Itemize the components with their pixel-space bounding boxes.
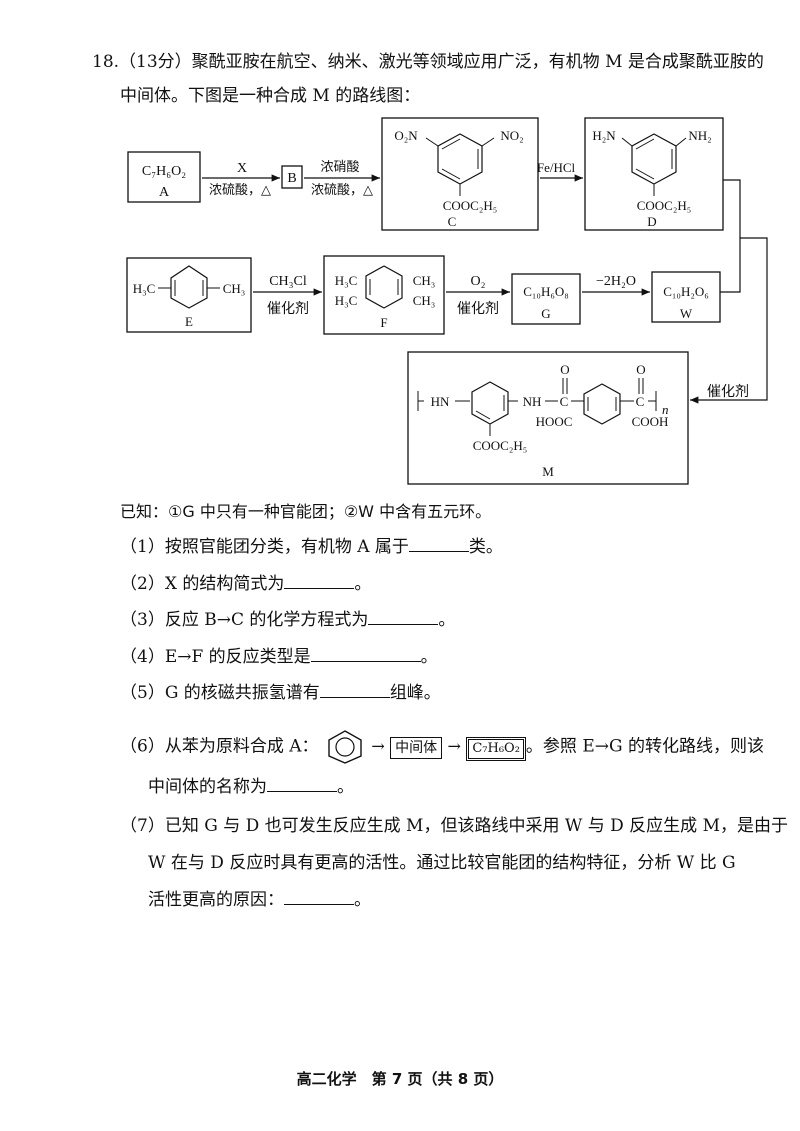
arrow-to-m-catalyst: 催化剂 xyxy=(707,384,749,400)
q4-text: （4）E→F 的反应类型是 xyxy=(120,647,311,667)
compound-f-methyl-bl: H₃C xyxy=(335,293,358,308)
arrow-b-c-condition: 浓硫酸，△ xyxy=(311,183,373,198)
q5-answer-blank[interactable] xyxy=(319,683,390,698)
q5-suffix: 组峰。 xyxy=(389,683,441,703)
arrow-f-g-reagent: O₂ xyxy=(471,274,486,289)
q3-text: （3）反应 B→C 的化学方程式为 xyxy=(120,610,369,630)
compound-d-left-group: H₂N xyxy=(592,128,616,143)
question-7-line2: W 在与 D 反应时具有更高的活性。通过比较官能团的结构特征，分析 W 比 G xyxy=(148,853,736,873)
q6-intermediate-box: 中间体 xyxy=(390,736,443,759)
compound-m-carbonyl-c1: C xyxy=(560,394,569,409)
q2-answer-blank[interactable] xyxy=(284,574,355,589)
q2-suffix: 。 xyxy=(354,574,372,594)
q6-answer-blank[interactable] xyxy=(267,777,337,792)
connector-d xyxy=(723,179,741,238)
q1-text: （1）按照官能团分类，有机物 A 属于 xyxy=(120,537,409,557)
question-5: （5）G 的核磁共振氢谱有 组峰。 xyxy=(120,683,441,703)
compound-c-right-group: NO₂ xyxy=(500,128,523,143)
arrow-e-f-catalyst: 催化剂 xyxy=(267,301,309,317)
compound-b-label: B xyxy=(287,171,296,186)
synthesis-scheme: C₇H₆O₂ A X 浓硫酸，△ B 浓硝酸 浓硫酸，△ O₂N NO₂ COO… xyxy=(126,117,768,485)
q2-text: （2）X 的结构简式为 xyxy=(120,574,285,594)
q6-arrow-1: → xyxy=(371,736,385,756)
q6-suffix: 。 xyxy=(337,777,354,797)
compound-f-label: F xyxy=(380,315,387,330)
question-2: （2）X 的结构简式为 。 xyxy=(120,574,371,594)
q6-text: （6）从苯为原料合成 A： xyxy=(120,736,319,757)
compound-c-label: C xyxy=(448,214,457,229)
compound-m-cooh: COOH xyxy=(632,414,669,429)
connector-w-to-m xyxy=(690,237,768,404)
compound-m-oxygen1: O xyxy=(560,362,569,377)
q6-text-cont: 。参照 E→G 的转化路线，则该 xyxy=(525,736,764,757)
compound-m-repeat-n: n xyxy=(662,402,669,417)
compound-c-left-group: O₂N xyxy=(394,128,418,143)
compound-f-methyl-br: CH₃ xyxy=(413,293,436,308)
arrow-e-f-reagent: CH₃Cl xyxy=(269,274,307,289)
compound-d-right-group: NH₂ xyxy=(688,128,711,143)
compound-w-label: W xyxy=(680,306,693,321)
compound-e-box: H₃C CH₃ E xyxy=(126,257,252,333)
arrow-f-g-catalyst: 催化剂 xyxy=(457,301,499,317)
q7-answer-blank[interactable] xyxy=(284,890,354,905)
question-6-line2: 中间体的名称为 。 xyxy=(148,777,354,797)
q4-suffix: 。 xyxy=(420,647,438,667)
question-7-line1: （7）已知 G 与 D 也可发生反应生成 M，但该路线中采用 W 与 D 反应生… xyxy=(120,816,788,836)
q7-suffix: 。 xyxy=(354,890,371,910)
q3-suffix: 。 xyxy=(438,610,456,630)
q6-arrow-2: → xyxy=(447,736,461,756)
compound-c-sub-group: COOC₂H₅ xyxy=(443,198,498,213)
compound-m-oxygen2: O xyxy=(636,362,645,377)
question-intro-line1: 18.（13分）聚酰亚胺在航空、纳米、激光等领域应用广泛，有机物 M 是合成聚酰… xyxy=(92,52,764,72)
compound-g-formula: C₁₀H₆O₈ xyxy=(523,284,569,299)
compound-d-sub-group: COOC₂H₅ xyxy=(637,198,692,213)
compound-m-nh: NH xyxy=(523,394,542,409)
compound-f-box: H₃C H₃C CH₃ CH₃ F xyxy=(323,255,445,335)
question-7-line3: 活性更高的原因： 。 xyxy=(148,890,371,910)
compound-e-left-group: H₃C xyxy=(133,281,156,296)
compound-g-label: G xyxy=(541,306,550,321)
q4-answer-blank[interactable] xyxy=(310,647,421,662)
question-intro-line2: 中间体。下图是一种合成 M 的路线图： xyxy=(120,86,421,106)
arrow-b-c-reagent: 浓硝酸 xyxy=(320,160,359,175)
benzene-icon xyxy=(328,730,362,764)
q1-suffix: 类。 xyxy=(468,537,503,557)
compound-a-formula: C₇H₆O₂ xyxy=(142,164,186,179)
arrow-g-w-reagent: −2H₂O xyxy=(596,274,636,289)
compound-d-box: H₂N NH₂ COOC₂H₅ D xyxy=(584,117,724,231)
compound-w-formula: C₁₀H₂O₆ xyxy=(663,284,709,299)
compound-f-methyl-tr: CH₃ xyxy=(413,273,436,288)
known-info: 已知：①G 中只有一种官能团；②W 中含有五元环。 xyxy=(120,502,492,521)
compound-b-box xyxy=(281,165,303,189)
question-4: （4）E→F 的反应类型是 。 xyxy=(120,647,438,667)
q1-answer-blank[interactable] xyxy=(408,537,469,552)
compound-w-box xyxy=(651,271,721,323)
arrow-a-b-reagent: X xyxy=(237,161,247,176)
question-1: （1）按照官能团分类，有机物 A 属于 类。 xyxy=(120,537,503,557)
q3-answer-blank[interactable] xyxy=(368,610,439,625)
q7-reason-text: 活性更高的原因： xyxy=(148,890,284,910)
compound-a-label: A xyxy=(159,185,170,200)
compound-m-carbonyl-c2: C xyxy=(636,394,645,409)
compound-m-sub-group: COOC₂H₅ xyxy=(473,438,528,453)
q5-text: （5）G 的核磁共振氢谱有 xyxy=(120,683,320,703)
compound-g-box xyxy=(511,273,581,325)
question-6: （6）从苯为原料合成 A： → 中间体 → C₇H₆O₂。参照 E→G 的转化路… xyxy=(120,730,764,764)
compound-a-box: C₇H₆O₂ A xyxy=(127,151,201,203)
compound-c-box: O₂N NO₂ COOC₂H₅ C xyxy=(381,117,539,231)
compound-m-hooc: HOOC xyxy=(536,414,573,429)
compound-e-right-group: CH₃ xyxy=(223,281,246,296)
compound-m-box: HN COOC₂H₅ NH C O C O n HOOC COOH M xyxy=(407,351,689,485)
compound-d-label: D xyxy=(647,214,656,229)
compound-f-methyl-tl: H₃C xyxy=(335,273,358,288)
q6-name-text: 中间体的名称为 xyxy=(148,777,267,797)
page-footer: 高二化学 第 7 页（共 8 页） xyxy=(296,1070,504,1088)
arrow-a-b-condition: 浓硫酸，△ xyxy=(209,183,271,198)
compound-e-label: E xyxy=(185,314,193,329)
compound-m-hn: HN xyxy=(431,394,450,409)
question-3: （3）反应 B→C 的化学方程式为 。 xyxy=(120,610,455,630)
q6-product-box: C₇H₆O₂ xyxy=(466,736,526,761)
compound-m-label: M xyxy=(542,464,554,479)
arrow-c-d-reagent: Fe/HCl xyxy=(537,160,576,175)
